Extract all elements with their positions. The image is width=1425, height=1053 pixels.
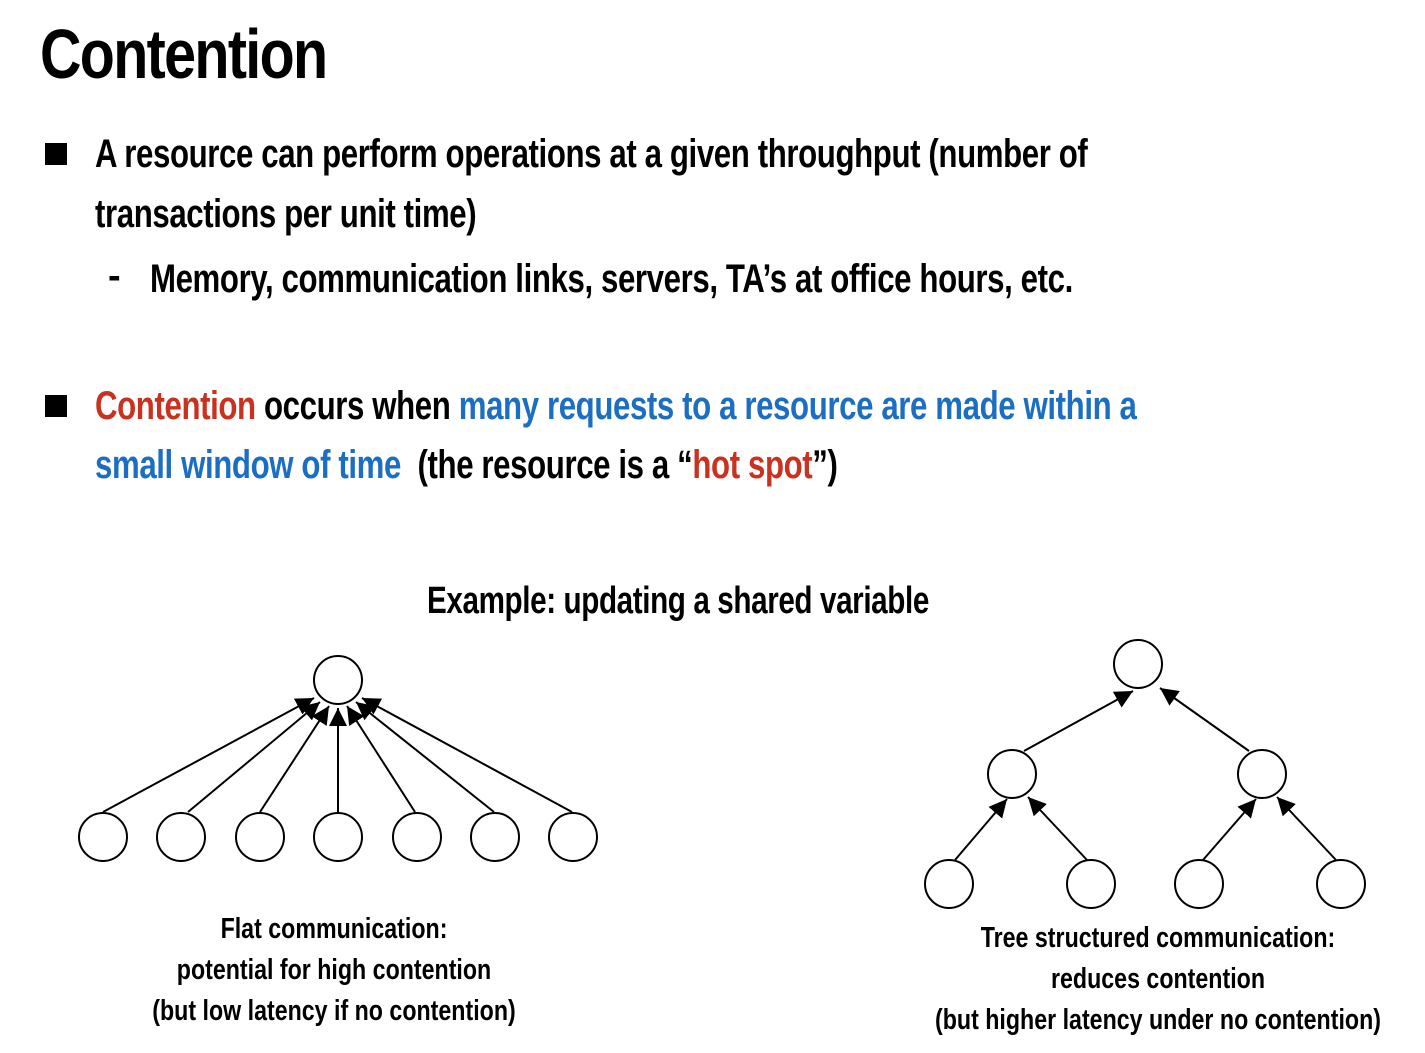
tree-edge xyxy=(1159,687,1250,752)
tree-caption-line-2: reduces contention xyxy=(1051,963,1265,995)
tree-leaf-node xyxy=(924,859,974,909)
flat-caption-line-2: potential for high contention xyxy=(176,954,492,986)
tree-edge xyxy=(1023,690,1134,752)
tree-edge xyxy=(1027,796,1088,861)
flat-leaf-node xyxy=(78,812,128,862)
flat-edge xyxy=(355,701,495,813)
tree-leaf-node xyxy=(1066,859,1116,909)
flat-leaf-node xyxy=(235,812,285,862)
contention-term: Contention xyxy=(95,384,256,428)
flat-edge xyxy=(259,705,330,813)
flat-diagram xyxy=(78,655,598,862)
tree-root-node xyxy=(1113,639,1163,689)
flat-caption-line-3: (but low latency if no contention) xyxy=(152,995,516,1027)
flat-caption-line-1: Flat communication: xyxy=(220,913,448,945)
tree-caption-line-3: (but higher latency under no contention) xyxy=(935,1004,1381,1036)
tree-caption-line-1: Tree structured communication: xyxy=(980,922,1336,954)
tree-edge xyxy=(1202,798,1257,861)
flat-leaf-node xyxy=(470,812,520,862)
bullet-2-middle: occurs when xyxy=(255,384,459,428)
bullet-marker-1 xyxy=(45,143,67,165)
tree-edge xyxy=(954,798,1008,861)
bullet-marker-2 xyxy=(45,395,67,417)
flat-leaf-node xyxy=(313,812,363,862)
flat-leaf-node xyxy=(156,812,206,862)
bullet-2-line-2: small window of time (the resource is a … xyxy=(95,443,838,488)
example-heading: Example: updating a shared variable xyxy=(427,580,929,622)
bullet-2-highlight-1: many requests to a resource are made wit… xyxy=(458,384,1137,428)
bullet-1-line-1: A resource can perform operations at a g… xyxy=(95,132,1088,176)
bullet-2-line-1: Contention occurs when many requests to … xyxy=(95,384,1137,429)
bullet-2-tail-end: ”) xyxy=(812,443,838,487)
bullet-1-line-2: transactions per unit time) xyxy=(95,192,477,236)
bullet-1-sub: Memory, communication links, servers, TA… xyxy=(150,257,1073,301)
bullet-2-tail-start: (the resource is a “ xyxy=(400,443,693,487)
tree-mid-node xyxy=(987,749,1037,799)
flat-root-node xyxy=(313,655,363,705)
hot-spot-term: hot spot xyxy=(692,443,813,487)
flat-edge xyxy=(102,697,315,813)
page-title: Contention xyxy=(40,15,328,93)
tree-leaf-node xyxy=(1174,859,1224,909)
tree-caption: Tree structured communication: reduces c… xyxy=(918,918,1398,1041)
tree-diagram xyxy=(924,639,1366,909)
flat-edge xyxy=(346,705,416,813)
flat-edge xyxy=(187,701,321,813)
flat-leaf-node xyxy=(392,812,442,862)
flat-edge xyxy=(361,697,573,813)
flat-caption: Flat communication: potential for high c… xyxy=(134,909,534,1032)
bullet-2-highlight-2: small window of time xyxy=(95,443,401,487)
tree-edge xyxy=(1276,796,1337,861)
tree-leaf-node xyxy=(1316,859,1366,909)
sub-bullet-dash: - xyxy=(108,255,121,297)
tree-mid-node xyxy=(1237,749,1287,799)
flat-leaf-node xyxy=(548,812,598,862)
